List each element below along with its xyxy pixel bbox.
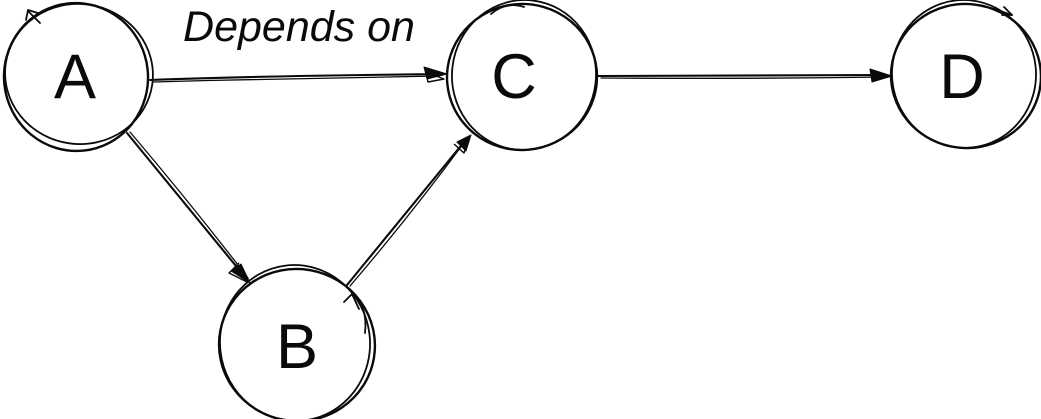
- node-c-label: C: [491, 42, 537, 112]
- node-c-pen-hook: [490, 4, 525, 15]
- node-d-label: D: [939, 42, 985, 112]
- node-b-pen-hook: [351, 292, 367, 334]
- edge-a-to-c: [148, 66, 448, 83]
- edge-c-to-d-arrowhead: [869, 68, 893, 83]
- node-d-pen-hook: [990, 7, 1013, 16]
- edge-a-to-b-arrowhead: [230, 263, 251, 284]
- node-c: C: [445, 0, 599, 152]
- node-a-pen-hook: [27, 10, 41, 24]
- node-a: A: [2, 1, 154, 153]
- edge-b-to-c: [345, 134, 472, 287]
- node-a-pen-hook-tip: [25, 9, 39, 21]
- node-b-label: B: [276, 312, 318, 382]
- node-d: D: [889, 0, 1041, 150]
- node-b: B: [217, 264, 377, 419]
- node-b-pen-hook-tip: [343, 293, 360, 310]
- edge-a-to-c-label: Depends on: [183, 3, 415, 51]
- node-d-pen-hook-tip: [1001, 6, 1013, 16]
- edge-b-to-c-arrowhead: [456, 134, 472, 152]
- edge-a-to-b: [125, 131, 251, 284]
- edge-c-to-d: [596, 68, 893, 83]
- node-a-label: A: [54, 42, 96, 112]
